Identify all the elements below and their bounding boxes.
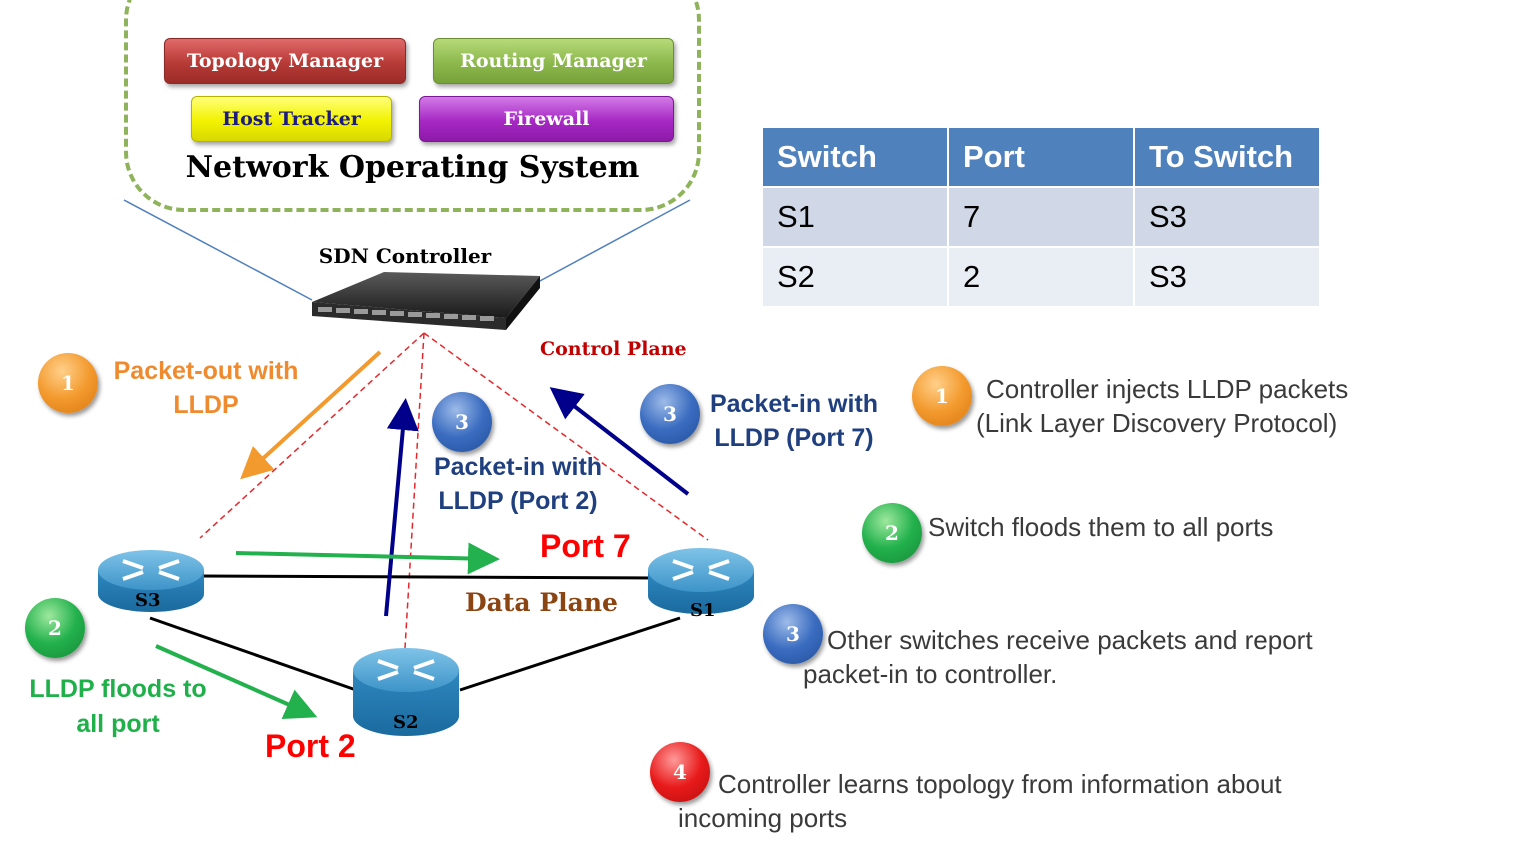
step-2-line: Switch floods them to all ports — [928, 512, 1274, 542]
table-header: Port — [949, 128, 1135, 188]
table-cell: 2 — [949, 248, 1135, 308]
step-2-text: Switch floods them to all ports — [928, 510, 1273, 544]
sdn-controller-device — [312, 272, 540, 330]
packet-out-arrow — [240, 350, 382, 480]
table-cell: S2 — [763, 248, 949, 308]
step-2-badge: 2 — [862, 503, 922, 563]
table-header: To Switch — [1135, 128, 1321, 188]
nos-title: Network Operating System — [185, 150, 640, 185]
routing-manager-block: Routing Manager — [433, 38, 674, 84]
control-link-s3 — [199, 332, 425, 539]
step-badge: 3 — [432, 392, 492, 452]
flood-arrow-s3-s1 — [235, 542, 500, 575]
firewall-block: Firewall — [419, 96, 674, 142]
switch-s3-icon — [98, 550, 204, 612]
port-7-label: Port 7 — [540, 528, 631, 564]
topology-table: Switch Port To Switch S1 7 S3 S2 2 S3 — [763, 128, 1321, 308]
switch-s1-label: S1 — [690, 600, 716, 621]
step-3-line: Other switches receive packets and repor… — [827, 625, 1313, 655]
packet-out-line: Packet-out with — [113, 357, 299, 385]
control-link-s1 — [423, 332, 709, 541]
topology-manager-block: Topology Manager — [164, 38, 406, 84]
table-row: S2 2 S3 — [763, 248, 1321, 308]
data-plane-label: Data Plane — [465, 588, 618, 617]
step-4-text: Controller learns topology from informat… — [678, 767, 1282, 835]
nos-boundary — [124, 0, 701, 212]
step-4-badge: 4 — [650, 742, 710, 802]
packet-in-line: Packet-in with — [433, 453, 603, 481]
step-badge: 2 — [25, 598, 85, 658]
sdn-controller-label: SDN Controller — [318, 244, 492, 268]
data-link-s3-s1 — [199, 574, 653, 580]
switch-s2-label: S2 — [393, 712, 419, 733]
data-link-s2-s1 — [459, 616, 681, 692]
packet-in-port7-label: Packet-in with LLDP (Port 7) — [694, 387, 894, 455]
packet-out-line: LLDP — [173, 391, 239, 419]
step-3-badge: 3 — [763, 604, 823, 664]
callout-line-right — [537, 199, 691, 283]
packet-in-line: LLDP (Port 2) — [438, 487, 598, 515]
table-cell: S1 — [763, 188, 949, 248]
control-plane-label: Control Plane — [540, 338, 687, 360]
step-1-text: Controller injects LLDP packets (Link La… — [976, 372, 1348, 440]
packet-in-arrow-s1 — [549, 387, 690, 496]
packet-out-label: Packet-out with LLDP — [96, 354, 316, 422]
switch-s1-icon — [648, 548, 754, 614]
step-3-text: Other switches receive packets and repor… — [803, 623, 1313, 691]
packet-in-port2-label: Packet-in with LLDP (Port 2) — [418, 450, 618, 518]
callout-line-left — [123, 199, 313, 301]
table-cell: 7 — [949, 188, 1135, 248]
step-1-badge: 1 — [912, 366, 972, 426]
step-4-line: Controller learns topology from informat… — [718, 769, 1282, 799]
control-link-s2 — [404, 332, 425, 649]
flood-arrow-s3-s2 — [155, 644, 318, 719]
step-badge: 3 — [640, 384, 700, 444]
step-3-line: packet-in to controller. — [803, 659, 1058, 689]
packet-in-arrow-s2 — [384, 398, 419, 617]
table-cell: S3 — [1135, 188, 1321, 248]
table-header-row: Switch Port To Switch — [763, 128, 1321, 188]
step-4-line: incoming ports — [678, 803, 848, 833]
lldp-floods-line: LLDP floods to — [29, 675, 207, 703]
packet-in-line: Packet-in with — [709, 390, 879, 418]
step-badge: 1 — [38, 353, 98, 413]
table-row: S1 7 S3 — [763, 188, 1321, 248]
host-tracker-block: Host Tracker — [191, 96, 392, 142]
switch-s3-label: S3 — [135, 590, 161, 611]
port-2-label: Port 2 — [265, 728, 356, 764]
data-link-s3-s2 — [149, 616, 357, 692]
lldp-floods-label: LLDP floods to all port — [18, 672, 218, 742]
packet-in-line: LLDP (Port 7) — [714, 424, 874, 452]
table-header: Switch — [763, 128, 949, 188]
lldp-floods-line: all port — [76, 710, 160, 738]
switch-s2-icon — [353, 648, 459, 736]
step-1-line: Controller injects LLDP packets — [986, 374, 1349, 404]
step-1-line: (Link Layer Discovery Protocol) — [976, 408, 1338, 438]
table-cell: S3 — [1135, 248, 1321, 308]
